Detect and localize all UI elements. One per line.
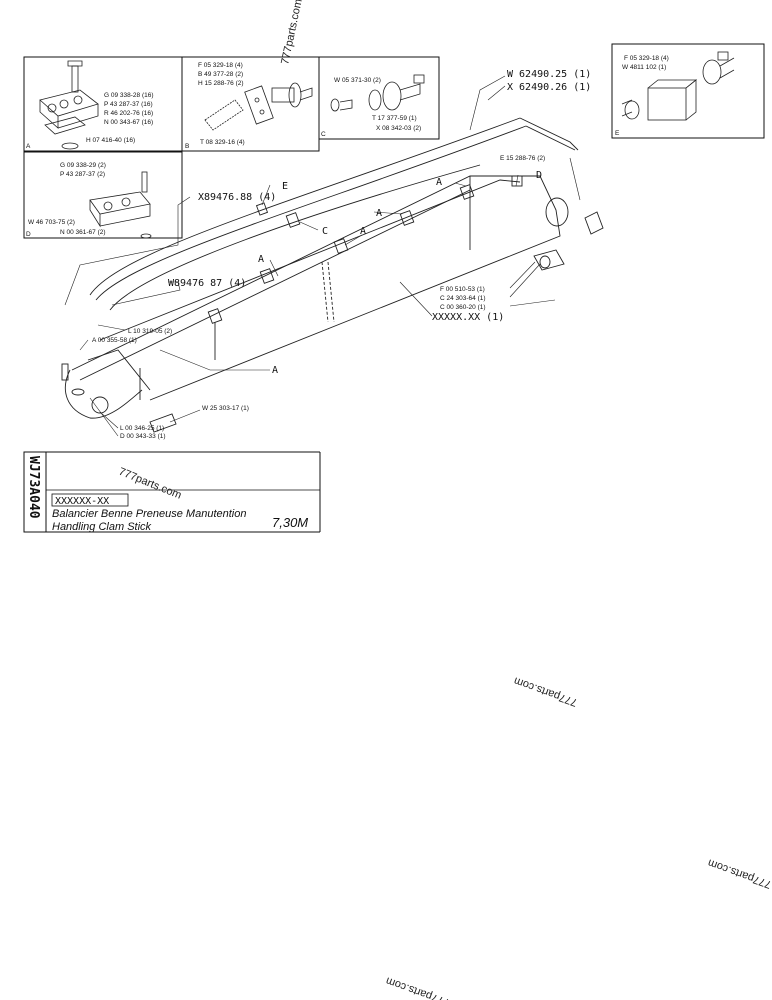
callout-labels: W 62490.25 (1) X 62490.26 (1) E 15 288-7… [92, 69, 591, 440]
watermark-top: 777parts.com [279, 0, 305, 66]
box-b-part-3: H 15 288-76 (2) [198, 80, 244, 87]
label-l00346: L 00 346-25 (1) [120, 425, 164, 432]
label-x89476: X89476.88 (4) [198, 192, 276, 203]
detail-box-b: F 05 329-18 (4) B 49 377-28 (2) H 15 288… [181, 0, 320, 152]
box-d-part-2: P 43 287-37 (2) [60, 171, 105, 178]
label-f00510: F 00 510-53 (1) [440, 286, 485, 293]
box-a-part-3: R 46 202-76 (16) [104, 110, 153, 117]
clamp-block-icon [39, 60, 99, 150]
label-x62490: X 62490.26 (1) [507, 82, 591, 93]
box-c-letter: C [321, 131, 326, 138]
watermark-mid: 777parts.com [512, 674, 579, 708]
pipe-clamp-icon [89, 171, 152, 239]
box-c-part-2: T 17 377-59 (1) [372, 115, 417, 122]
box-d-part-4: N 00 361-67 (2) [60, 229, 106, 236]
box-b-letter: B [185, 143, 189, 150]
box-a-part-4: N 00 343-67 (16) [104, 119, 153, 126]
watermark-bottom: 777parts.com [384, 974, 451, 1000]
mark-a-1: A [436, 177, 442, 188]
side-drawing-code: WJ73A040 [26, 456, 41, 519]
mark-a-2: A [360, 226, 366, 237]
box-b-part-1: F 05 329-18 (4) [198, 62, 243, 69]
watermark-right: 777parts.com [706, 856, 772, 890]
rotator-block-icon [621, 51, 735, 121]
mark-c-main: C [322, 226, 328, 237]
watermark-title: 777parts.com [117, 466, 183, 502]
box-a-letter: A [26, 143, 31, 150]
title-ref-code: XXXXXX-XX [55, 496, 109, 507]
title-block: WJ73A040 XXXXXX-XX Balancier Benne Prene… [23, 451, 321, 533]
label-l10319: L 10 319-05 (2) [128, 328, 172, 335]
mark-a-3: A [376, 208, 382, 219]
leader-lines [64, 75, 581, 437]
box-c-part-3: X 08 342-03 (2) [376, 125, 421, 132]
label-w62490: W 62490.25 (1) [507, 69, 591, 80]
box-d-part-1: G 09 338-29 (2) [60, 162, 106, 169]
label-xxxxx: XXXXX.XX (1) [432, 312, 504, 323]
box-d-part-3: W 46 703-75 (2) [28, 219, 75, 226]
box-b-part-2: B 49 377-28 (2) [198, 71, 243, 78]
detail-box-d: G 09 338-29 (2) P 43 287-37 (2) W 46 703… [23, 151, 183, 239]
detail-box-e: F 05 329-18 (4) W 4811 102 (1) E [611, 43, 765, 139]
label-a00355: A 00 355-58 (1) [92, 337, 137, 344]
box-a-part-2: P 43 287-37 (16) [104, 101, 153, 108]
detail-box-a: G 09 338-28 (16) P 43 287-37 (16) R 46 2… [23, 56, 183, 152]
mark-e-main: E [282, 181, 288, 192]
stick-assembly [61, 117, 604, 433]
mark-a-4: A [258, 254, 264, 265]
box-c-part-1: W 05 371-30 (2) [334, 77, 381, 84]
label-c24303: C 24 303-64 (1) [440, 295, 486, 302]
detail-box-c: W 05 371-30 (2) T 17 377-59 (1) X 08 342… [318, 56, 440, 140]
box-d-letter: D [26, 231, 31, 238]
box-a-part-5: H 07 416-40 (16) [86, 137, 135, 144]
box-e-part-1: F 05 329-18 (4) [624, 55, 669, 62]
label-w89476: W89476 87 (4) [168, 278, 246, 289]
box-e-letter: E [615, 130, 620, 137]
label-w25303: W 25 303-17 (1) [202, 405, 249, 412]
label-c00360: C 00 360-20 (1) [440, 304, 486, 311]
rotary-coupling-icon [330, 74, 425, 112]
box-a-part-1: G 09 338-28 (16) [104, 92, 154, 99]
title-size: 7,30M [272, 515, 308, 530]
label-d00343: D 00 343-33 (1) [120, 433, 166, 440]
title-english: Handling Clam Stick [52, 521, 152, 533]
mark-a-5: A [272, 365, 278, 376]
box-e-part-2: W 4811 102 (1) [622, 64, 666, 71]
box-b-part-4: T 08 329-16 (4) [200, 139, 245, 146]
title-french: Balancier Benne Preneuse Manutention [52, 508, 246, 520]
mark-d-main: D [536, 170, 542, 181]
label-e15288-top: E 15 288-76 (2) [500, 155, 545, 162]
swivel-joint-icon [204, 82, 313, 131]
